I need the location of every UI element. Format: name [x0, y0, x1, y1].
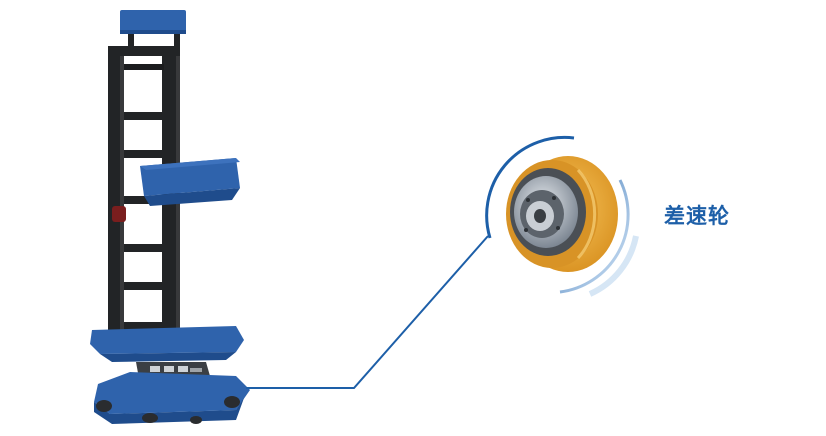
frame-base	[90, 326, 244, 362]
differential-wheel	[506, 156, 618, 272]
callout-line	[246, 235, 489, 389]
robot-illustration	[90, 10, 250, 424]
ring-arc-left	[485, 135, 575, 239]
shelf	[140, 158, 240, 206]
wheel-callout	[485, 135, 639, 297]
top-plate	[120, 10, 186, 34]
chassis	[94, 372, 250, 424]
emergency-button	[112, 206, 126, 222]
wheel-label: 差速轮	[664, 204, 730, 228]
ring-arc-right	[559, 179, 630, 294]
